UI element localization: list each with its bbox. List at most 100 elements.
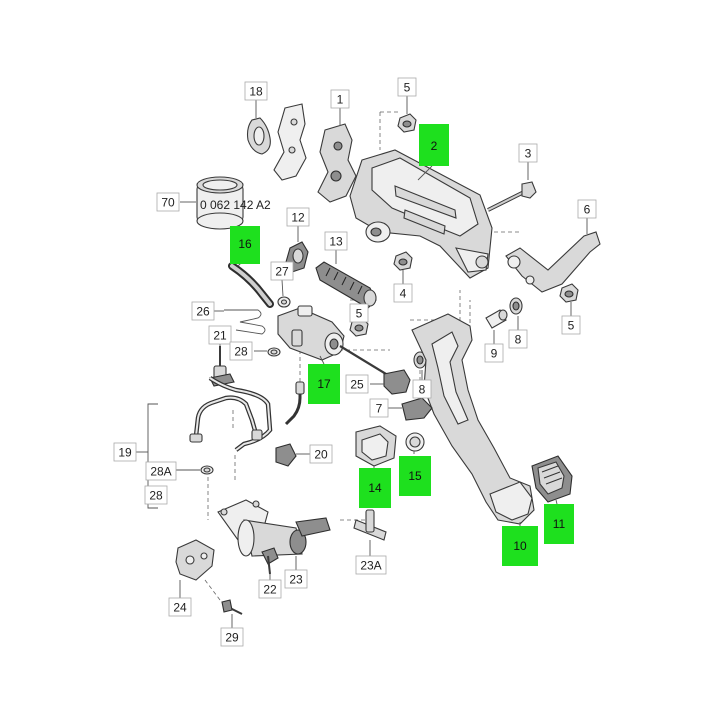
callout-27-text: 27 [275, 265, 289, 279]
callout-15-highlight: 15 [399, 456, 431, 496]
callout-23a-text: 23A [360, 559, 381, 573]
callout-4: 4 [393, 283, 413, 303]
callout-26: 26 [191, 301, 215, 321]
callout-11-highlight: 11 [544, 504, 574, 544]
callout-23: 23 [284, 569, 308, 589]
callout-22: 22 [258, 579, 282, 599]
part-28-o-ring [254, 347, 281, 357]
part-marking-text: 0 062 142 A2 [200, 198, 271, 212]
callout-8-left-text: 8 [419, 383, 426, 397]
part-5-nut-right [559, 283, 579, 316]
part-29-screw [221, 599, 243, 628]
callout-28a-text: 28A [150, 465, 171, 479]
callout-28a: 28A [145, 461, 177, 481]
callout-28-lower-text: 28 [149, 489, 163, 503]
callout-18-text: 18 [249, 85, 263, 99]
callout-28: 28 [229, 341, 253, 361]
part-11-pedal-pad [531, 455, 573, 509]
callout-11-text: 11 [553, 517, 566, 531]
part-28a-washer [176, 465, 214, 475]
callout-70: 70 [156, 192, 180, 212]
callout-24-text: 24 [173, 601, 187, 615]
callout-23-text: 23 [289, 573, 303, 587]
callout-12-text: 12 [291, 211, 305, 225]
callout-21-text: 21 [213, 329, 227, 343]
callout-5-top-text: 5 [404, 81, 411, 95]
part-8-bushing-right [509, 297, 523, 330]
callout-28-lower: 28 [144, 485, 168, 505]
callout-14-highlight: 14 [359, 468, 391, 508]
callout-5-middle: 5 [349, 303, 369, 323]
callout-26-text: 26 [196, 305, 210, 319]
callout-29: 29 [220, 627, 244, 647]
callout-7: 7 [369, 398, 389, 418]
part-27-washer [277, 279, 291, 308]
callout-8-right-text: 8 [515, 333, 522, 347]
callout-12: 12 [286, 207, 310, 227]
callout-5-right-text: 5 [568, 319, 575, 333]
part-4-nut [393, 251, 413, 284]
part-24-bracket [175, 539, 215, 598]
part-1-bracket [317, 108, 357, 203]
part-9-bushing [485, 309, 508, 344]
callout-2-text: 2 [431, 139, 438, 153]
part-23a-tee-fitting [353, 509, 387, 556]
callout-19-text: 19 [118, 446, 132, 460]
callout-5-right: 5 [561, 315, 581, 335]
callout-24: 24 [168, 597, 192, 617]
part-13-rubber-boot [315, 248, 377, 309]
callout-70-text: 70 [161, 196, 175, 210]
callout-9: 9 [484, 343, 504, 363]
callout-5-top: 5 [397, 77, 417, 97]
callout-19: 19 [113, 442, 137, 462]
callout-29-text: 29 [225, 631, 239, 645]
callout-8-left: 8 [412, 379, 432, 399]
callout-9-text: 9 [491, 347, 498, 361]
part-17-master-cylinder [277, 305, 387, 375]
part-5-nut-middle [349, 317, 369, 337]
part-14-housing [355, 425, 397, 467]
callout-21: 21 [208, 325, 232, 345]
callout-6-text: 6 [584, 203, 591, 217]
part-25-clevis [370, 369, 411, 395]
callout-17-text: 17 [317, 377, 331, 391]
callout-16-text: 16 [238, 237, 252, 251]
callout-20: 20 [309, 444, 333, 464]
part-7-stop-block [388, 397, 433, 421]
callout-3-text: 3 [525, 147, 532, 161]
part-8-bushing-left [413, 351, 427, 380]
part-26-spring-clip [214, 309, 266, 335]
callout-5-middle-text: 5 [356, 307, 363, 321]
callout-14-text: 14 [368, 481, 382, 495]
part-18-clip [246, 100, 271, 155]
callout-3: 3 [518, 143, 538, 163]
callout-1-text: 1 [337, 93, 344, 107]
part-22-bolt [261, 547, 279, 580]
part-19-hose-assembly [136, 376, 305, 509]
callout-22-text: 22 [263, 583, 277, 597]
support-plate [273, 103, 307, 181]
callout-6: 6 [577, 199, 597, 219]
part-2-pedal-box [349, 149, 493, 279]
callout-8-right: 8 [508, 329, 528, 349]
callout-25: 25 [345, 374, 369, 394]
callout-20-text: 20 [314, 448, 328, 462]
part-20-clip [275, 443, 310, 467]
callout-23a: 23A [355, 555, 387, 575]
callout-25-text: 25 [350, 378, 364, 392]
callout-labels: 1 3 4 5 5 5 6 7 8 8 9 12 13 18 19 20 21 … [113, 77, 597, 647]
callout-10-highlight: 10 [502, 526, 538, 566]
callout-2-highlight: 2 [419, 124, 449, 166]
part-23-slave-cylinder [217, 499, 331, 570]
part-3-bolt [487, 162, 537, 212]
callout-16-highlight: 16 [230, 226, 260, 264]
part-70-bearing-sleeve: 0 062 142 A2 [180, 176, 271, 230]
part-5-nut-top [397, 96, 417, 133]
callout-1: 1 [330, 89, 350, 109]
callout-28-text: 28 [234, 345, 248, 359]
part-16-hose [228, 262, 274, 308]
callout-13-text: 13 [329, 235, 343, 249]
callout-7-text: 7 [376, 402, 383, 416]
callout-15-text: 15 [408, 469, 422, 483]
